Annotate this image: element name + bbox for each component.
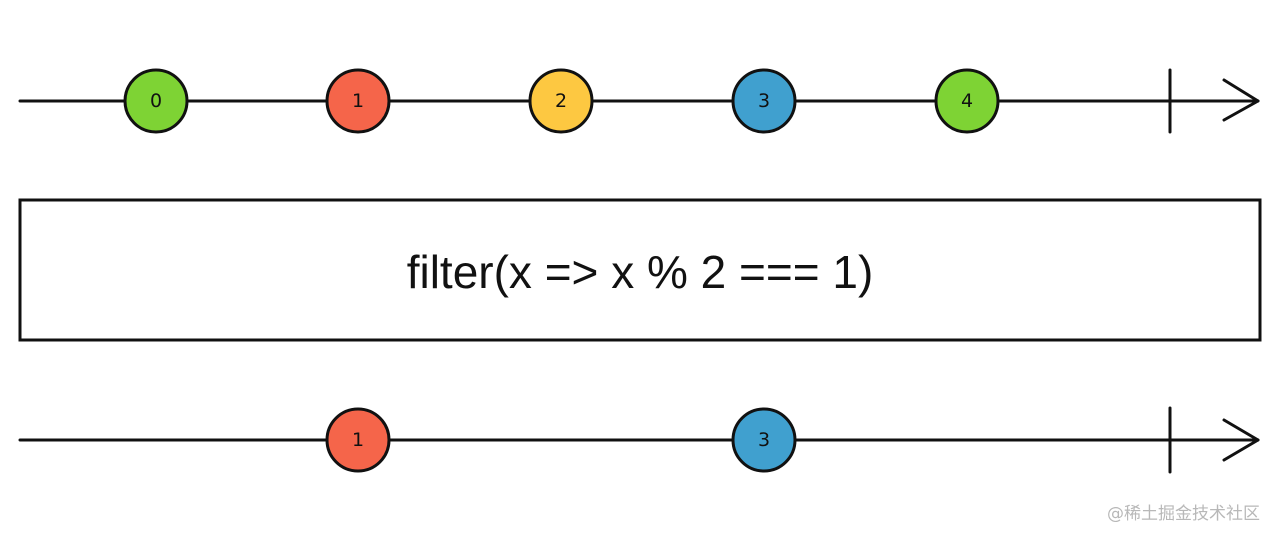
source-marble-4: 4: [934, 68, 1000, 134]
source-marble-label: 0: [150, 90, 162, 112]
operator-label: filter(x => x % 2 === 1): [407, 246, 874, 298]
result-arrow-head: [1222, 418, 1260, 462]
result-marble-3: 3: [731, 407, 797, 473]
result-marble-label: 1: [352, 429, 364, 451]
source-marble-circle: [934, 68, 1000, 134]
result-marble-circle: [731, 407, 797, 473]
source-marbles: 0 1 2 3 4: [123, 68, 1000, 134]
result-marble-1: 1: [325, 407, 391, 473]
result-marble-label: 3: [758, 429, 770, 451]
source-arrow-head: [1222, 78, 1260, 122]
source-marble-2: 2: [528, 68, 594, 134]
source-marble-3: 3: [731, 68, 797, 134]
source-marble-circle: [123, 68, 189, 134]
result-marble-circle: [325, 407, 391, 473]
watermark: @稀土掘金技术社区: [1107, 504, 1260, 524]
source-marble-label: 3: [758, 90, 770, 112]
source-marble-label: 4: [961, 90, 973, 112]
source-marble-label: 2: [555, 90, 567, 112]
source-marble-1: 1: [325, 68, 391, 134]
source-marble-circle: [325, 68, 391, 134]
source-marble-circle: [528, 68, 594, 134]
source-timeline: 0 1 2 3 4: [18, 68, 1260, 134]
source-marble-circle: [731, 68, 797, 134]
source-marble-label: 1: [352, 90, 364, 112]
operator-box: [18, 198, 1262, 342]
source-marble-0: 0: [123, 68, 189, 134]
operator: filter(x => x % 2 === 1): [18, 198, 1262, 342]
